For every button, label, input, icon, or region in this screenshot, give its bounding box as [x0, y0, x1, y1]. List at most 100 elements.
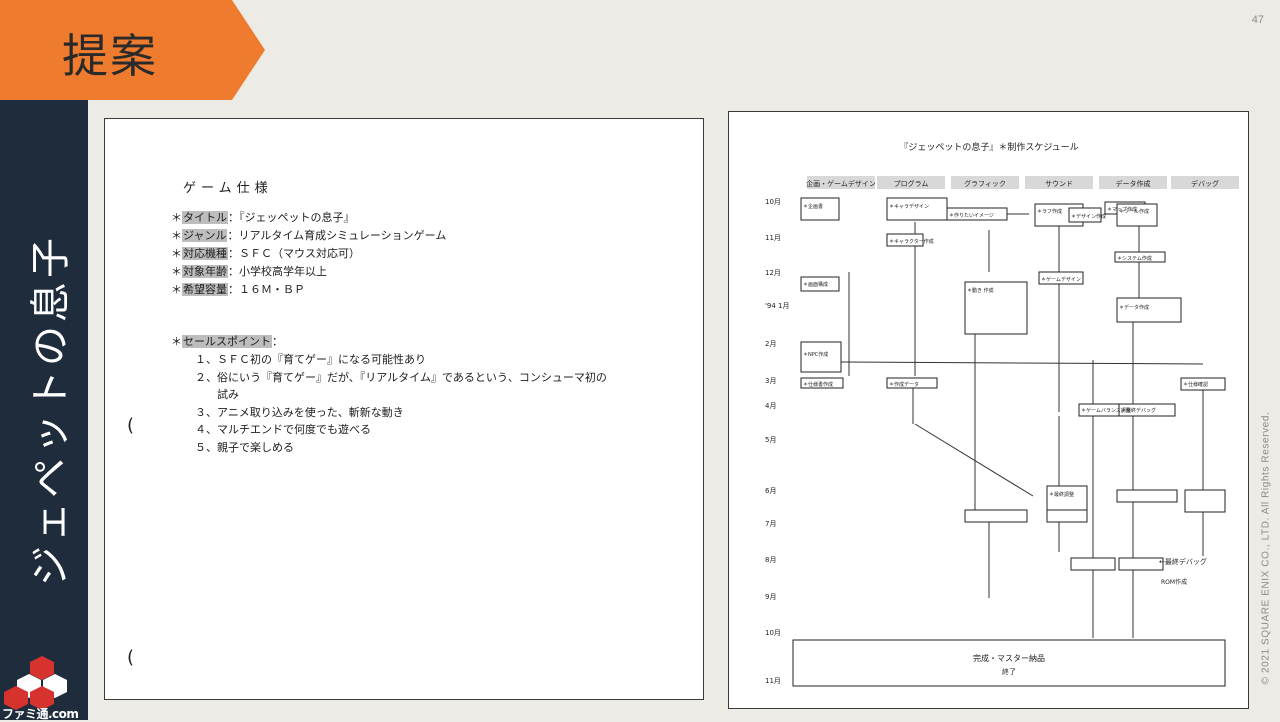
schedule-box [1046, 485, 1088, 511]
month-label: 9月 [765, 593, 776, 601]
schedule-box [1116, 489, 1178, 503]
month-label: 12月 [765, 269, 781, 277]
schedule-box [1046, 509, 1088, 523]
month-label: 5月 [765, 436, 776, 444]
schedule-box [800, 197, 840, 221]
task-label: ＊ツール作成 [1119, 208, 1149, 215]
column-header-bg [951, 176, 1019, 189]
month-label: 10月 [765, 198, 781, 206]
task-label: ＊キャラデザイン [889, 203, 929, 210]
sidebar-title: ジェペットの息子 [28, 234, 74, 586]
column-header-bg [1171, 176, 1239, 189]
schedule-box [800, 276, 840, 292]
schedule-document: 『ジェッペットの息子』＊制作スケジュール企画・ゲームデザイン プログラム グラフィッ… [728, 111, 1249, 709]
list-item: １、ＳＦＣ初の『育てゲー』になる可能性あり [195, 353, 426, 366]
selling-points-heading: ＊セールスポイント： [171, 335, 283, 348]
schedule-box [1038, 271, 1084, 285]
copyright: © 2021 SQUARE ENIX CO., LTD. All Rights … [1260, 411, 1272, 685]
column-header: 企画・ゲームデザイン [806, 179, 876, 188]
column-header-bg [1025, 176, 1093, 189]
list-item: ２、俗にいう『育てゲー』だが、『リアルタイム』であるという、コンシューマ初の [195, 370, 607, 384]
month-label: 10月 [765, 629, 781, 637]
column-header: データ作成 [1116, 179, 1151, 188]
schedule-box [1068, 207, 1102, 223]
schedule-box [964, 509, 1028, 523]
spec-row: ＊対応機種：ＳＦＣ（マウス対応可） [171, 247, 360, 260]
column-header-bg [877, 176, 945, 189]
schedule-note: ←最終デバッグ [1159, 557, 1207, 566]
flow-line [840, 361, 1204, 365]
header-tab [0, 0, 265, 100]
scan-mark-icon: ( [127, 415, 135, 436]
list-item: ５、親子で楽しめる [195, 440, 294, 454]
month-label: 6月 [765, 487, 776, 495]
page-title: 提案 [62, 29, 158, 83]
task-label: ＊キャラクター作成 [889, 238, 934, 245]
month-label: 8月 [765, 556, 776, 564]
month-label: 4月 [765, 402, 776, 410]
task-label: ＊ゲームデザイン [1041, 276, 1081, 283]
task-label: ＊ラフ作成 [1037, 208, 1062, 215]
scan-mark-icon: ( [127, 647, 135, 668]
schedule-note: ROM作成 [1161, 578, 1187, 586]
task-label: ＊最終調整 [1049, 491, 1074, 498]
schedule-box [1070, 557, 1116, 571]
spec-row: ＊タイトル：『ジェッペットの息子』 [171, 211, 355, 224]
task-label: ＊最終デバッグ [1121, 407, 1156, 414]
schedule-box [1114, 251, 1166, 263]
column-header-bg [1099, 176, 1167, 189]
column-header: プログラム [894, 179, 929, 188]
famitsu-logo-icon [4, 656, 67, 710]
schedule-box [1118, 557, 1164, 571]
task-label: ＊マップ作成 [1107, 206, 1137, 213]
schedule-box [792, 639, 1226, 687]
schedule-box [886, 377, 938, 389]
page-number: 47 [1251, 14, 1264, 26]
month-label: '94 1月 [765, 302, 790, 310]
selling-points-list: １、ＳＦＣ初の『育てゲー』になる可能性あり ２、俗にいう『育てゲー』だが、『リア… [195, 351, 607, 456]
column-header: グラフィック [964, 179, 1006, 188]
schedule-box [1118, 403, 1176, 417]
schedule-box [964, 281, 1028, 335]
final-box-title: 完成・マスター納品 [973, 653, 1045, 663]
spec-row: ＊ジャンル：リアルタイム育成シミュレーションゲーム [171, 229, 447, 242]
flow-line [914, 423, 1034, 497]
schedule-box [1116, 203, 1158, 227]
logo-text: ファミ通.com [2, 707, 79, 721]
task-label: ＊仕様書作成 [803, 381, 833, 388]
schedule-box [800, 377, 844, 389]
list-item: ３、アニメ取り込みを使った、斬新な動き [195, 405, 404, 419]
spec-title: ゲーム仕様 [183, 181, 273, 196]
month-label: 7月 [765, 520, 776, 528]
task-label: ＊企画書 [803, 203, 823, 210]
list-item: ４、マルチエンドで何度でも遊べる [195, 423, 371, 436]
list-item: 試み [195, 388, 239, 401]
schedule-box [1184, 489, 1226, 513]
task-label: ＊デザイン作成 [1071, 213, 1106, 220]
task-label: ＊システム作成 [1117, 255, 1152, 262]
schedule-box [886, 233, 924, 247]
month-label: 11月 [765, 234, 781, 242]
final-box-sub: 終了 [1002, 667, 1016, 676]
month-label: 3月 [765, 377, 776, 385]
spec-row: ＊希望容量：１６Ｍ・ＢＰ [171, 283, 305, 296]
schedule-box [800, 341, 842, 373]
schedule-box [1180, 377, 1226, 391]
column-header: サウンド [1045, 180, 1073, 188]
task-label: ＊データ作成 [1119, 304, 1149, 311]
schedule-box [1116, 297, 1182, 323]
task-label: ＊NPC作成 [803, 351, 828, 358]
spec-row: ＊対象年齢：小学校高学年以上 [171, 265, 327, 278]
task-label: ＊作りたいイメージ [949, 212, 994, 219]
column-header: デバッグ [1191, 179, 1219, 188]
sidebar [0, 100, 88, 720]
task-label: ＊画面構成 [803, 281, 828, 288]
task-label: ＊仕様確認 [1183, 381, 1208, 388]
schedule-title: 『ジェッペットの息子』＊制作スケジュール [899, 141, 1078, 153]
column-header-bg [807, 176, 875, 189]
schedule-box [946, 207, 1008, 221]
task-label: ＊動き 作成 [967, 287, 994, 294]
task-label: ＊ゲームバランス調整 [1081, 407, 1131, 414]
task-label: ＊作成データ [889, 381, 919, 388]
